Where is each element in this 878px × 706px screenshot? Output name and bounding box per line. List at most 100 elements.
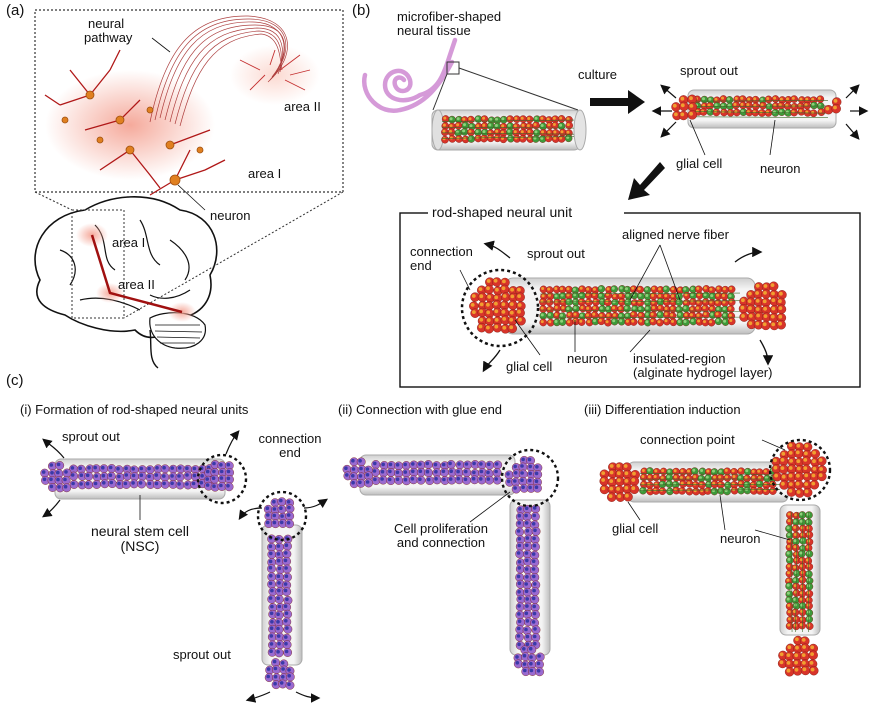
glial-cell-nucleus bbox=[471, 294, 476, 298]
nsc-cell-nucleus bbox=[177, 482, 181, 486]
neuron-cell-nucleus bbox=[475, 130, 479, 133]
nsc-cell-nucleus bbox=[517, 521, 521, 525]
nerve-fiber bbox=[639, 489, 781, 491]
nsc-cell-nucleus bbox=[531, 522, 536, 526]
panel-b bbox=[361, 37, 869, 388]
glial-cell-nucleus bbox=[801, 638, 806, 642]
glial-cell-nucleus bbox=[794, 513, 798, 517]
sprout-out-top-label: sprout out bbox=[62, 429, 120, 444]
nsc-cell-nucleus bbox=[525, 543, 529, 548]
neuron-cell-nucleus bbox=[707, 109, 711, 113]
glial-cell-nucleus bbox=[560, 130, 564, 134]
neuron-cell-nucleus bbox=[449, 117, 453, 121]
nsc-cell-nucleus bbox=[525, 529, 530, 533]
nsc-cell-nucleus bbox=[486, 477, 491, 481]
nsc-cell-nucleus bbox=[108, 465, 113, 470]
nsc-cell-nucleus bbox=[518, 507, 522, 511]
neuron-cell-nucleus bbox=[702, 97, 705, 101]
glial-cell-nucleus bbox=[755, 299, 760, 303]
glial-cell-nucleus bbox=[608, 494, 613, 498]
nsc-cell-nucleus bbox=[287, 674, 292, 678]
nsc-cell-nucleus bbox=[49, 477, 53, 482]
neuron-cell-nucleus bbox=[494, 124, 498, 127]
panel-label-a: (a) bbox=[6, 2, 25, 19]
neuron-cell-nucleus bbox=[534, 116, 538, 120]
glial-cell-nucleus bbox=[624, 479, 629, 483]
neuron-cell-nucleus bbox=[786, 551, 790, 555]
neuron-cell-nucleus bbox=[540, 136, 544, 140]
glial-cell-nucleus bbox=[579, 286, 583, 290]
nsc-cell-nucleus bbox=[529, 655, 533, 659]
glial-cell-nucleus bbox=[514, 116, 518, 120]
glial-cell-nucleus bbox=[796, 466, 801, 471]
nsc-cell-nucleus bbox=[525, 604, 529, 608]
neuron-cell-nucleus bbox=[799, 519, 803, 523]
glial-cell-nucleus bbox=[593, 306, 596, 310]
glial-cell-nucleus bbox=[787, 603, 791, 607]
neuron-cell-nucleus bbox=[800, 538, 804, 542]
glial-cell-nucleus bbox=[559, 116, 563, 120]
neuron-cell-nucleus bbox=[716, 307, 720, 311]
glial-cell-nucleus bbox=[786, 661, 791, 665]
glial-cell-nucleus bbox=[670, 306, 674, 310]
neuron-cell-nucleus bbox=[794, 571, 798, 574]
nsc-cell-nucleus bbox=[373, 461, 377, 466]
nsc-cell-nucleus bbox=[124, 473, 129, 477]
nsc-cell-nucleus bbox=[418, 469, 423, 474]
nsc-cell-nucleus bbox=[94, 474, 98, 478]
glial-cell-nucleus bbox=[442, 123, 446, 127]
glial-cell-nucleus bbox=[671, 294, 675, 298]
glial-cell-nucleus bbox=[793, 565, 797, 569]
glial-cell-nucleus bbox=[486, 318, 491, 322]
glial-cell-nucleus bbox=[612, 306, 616, 310]
step-1-vertical-rod bbox=[261, 497, 303, 690]
nsc-cell-nucleus bbox=[441, 462, 446, 467]
glial-cell-nucleus bbox=[609, 470, 614, 475]
glial-cell-nucleus bbox=[661, 469, 665, 473]
nsc-cell-nucleus bbox=[185, 482, 189, 486]
nsc-cell-nucleus bbox=[219, 476, 224, 480]
glial-cell-nucleus bbox=[625, 319, 629, 323]
glial-cell-nucleus bbox=[786, 668, 791, 673]
neuron-cell-nucleus bbox=[718, 469, 722, 473]
nsc-cell-nucleus bbox=[528, 471, 532, 476]
glial-cell-nucleus bbox=[748, 314, 753, 318]
glial-cell-nucleus bbox=[773, 465, 778, 470]
glial-cell-nucleus bbox=[514, 136, 518, 140]
leader-neuron bbox=[177, 184, 206, 211]
nsc-cell-nucleus bbox=[117, 481, 121, 486]
glial-cell-nucleus bbox=[712, 481, 716, 485]
glial-cell-nucleus bbox=[707, 103, 711, 107]
neuron-cell-nucleus bbox=[666, 475, 670, 479]
nsc-label-line-1: neural stem cell bbox=[90, 523, 190, 539]
glial-cell-nucleus bbox=[787, 617, 791, 621]
glial-cell-nucleus bbox=[801, 653, 806, 657]
nsc-cell-nucleus bbox=[518, 596, 522, 600]
glial-cell-nucleus bbox=[658, 287, 662, 291]
nsc-cell-nucleus bbox=[154, 473, 159, 477]
glial-cell-nucleus bbox=[716, 293, 720, 297]
glial-cell-nucleus bbox=[566, 117, 570, 121]
nerve-fiber bbox=[539, 316, 741, 319]
neuron-cell-nucleus bbox=[619, 319, 623, 323]
nsc-cell-nucleus bbox=[517, 642, 521, 647]
glial-cell-nucleus bbox=[617, 478, 621, 483]
glial-cell-nucleus bbox=[560, 287, 563, 291]
neuron-cell-nucleus bbox=[625, 313, 629, 317]
glial-cell-nucleus bbox=[794, 558, 798, 562]
glial-cell-nucleus bbox=[443, 116, 447, 120]
nsc-cell-nucleus bbox=[277, 588, 281, 593]
glial-cell-nucleus bbox=[613, 294, 616, 298]
glial-cell-nucleus bbox=[762, 299, 767, 304]
nsc-cell-nucleus bbox=[123, 481, 128, 486]
nsc-cell-nucleus bbox=[272, 507, 277, 511]
glial-cell-nucleus bbox=[695, 109, 699, 113]
nsc-cell-nucleus bbox=[226, 462, 231, 467]
neuron-cell-nucleus bbox=[638, 293, 642, 297]
glial-cell-nucleus bbox=[547, 287, 551, 291]
glial-cell-nucleus bbox=[462, 117, 466, 121]
nsc-cell-nucleus bbox=[532, 604, 536, 609]
glial-cell-nucleus bbox=[605, 320, 609, 324]
nerve-fiber bbox=[795, 511, 798, 633]
nsc-cell-nucleus bbox=[177, 466, 182, 470]
